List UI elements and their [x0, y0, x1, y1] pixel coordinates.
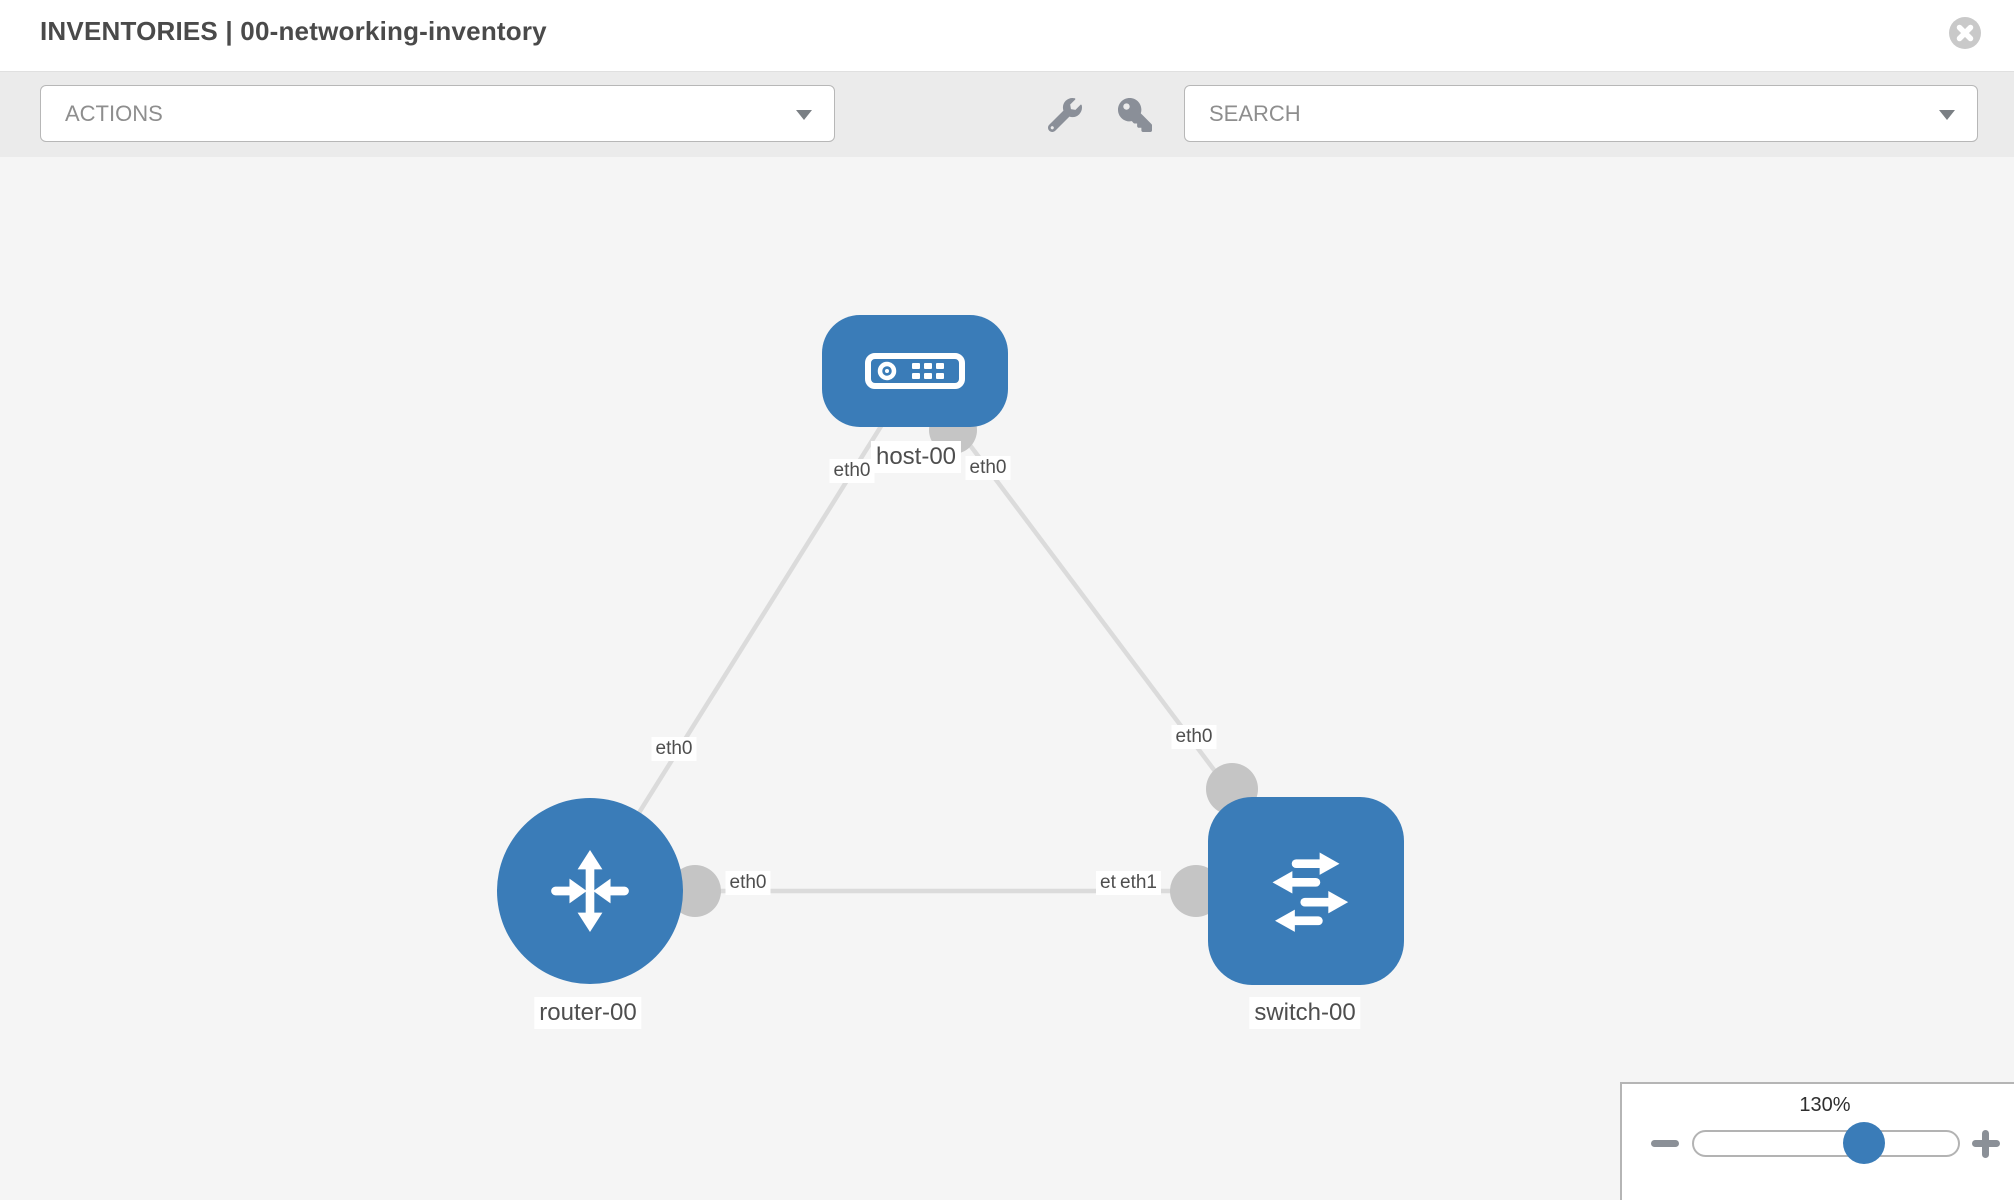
plus-icon	[1982, 1130, 1989, 1158]
node-switch-00[interactable]	[1208, 797, 1404, 985]
topology-canvas[interactable]: host-00 router-00 switch-00 eth0 eth0 et…	[0, 157, 2014, 1200]
node-router-00[interactable]	[497, 798, 683, 984]
zoom-panel: 130%	[1620, 1082, 2014, 1200]
interface-label: eth0	[829, 459, 875, 483]
zoom-slider[interactable]	[1692, 1130, 1960, 1157]
router-icon	[551, 849, 629, 933]
interface-label: eth1	[1116, 871, 1161, 895]
interface-label: eth0	[1171, 725, 1217, 749]
page-title: INVENTORIES | 00-networking-inventory	[40, 16, 547, 46]
wrench-icon[interactable]	[1047, 98, 1082, 133]
search-dropdown[interactable]: SEARCH	[1184, 85, 1978, 142]
key-icon[interactable]	[1118, 98, 1152, 132]
node-label-switch: switch-00	[1249, 997, 1361, 1029]
zoom-in-button[interactable]	[1971, 1129, 2001, 1159]
node-label-router: router-00	[534, 997, 642, 1029]
interface-label: eth0	[725, 871, 771, 895]
chevron-down-icon	[1939, 109, 1955, 120]
header: INVENTORIES | 00-networking-inventory	[0, 0, 2014, 72]
zoom-slider-thumb[interactable]	[1843, 1122, 1885, 1164]
toolbar: ACTIONS SEARCH	[0, 72, 2014, 158]
interface-label: eth0	[651, 737, 697, 761]
zoom-out-button[interactable]	[1651, 1140, 1679, 1147]
host-icon	[865, 353, 965, 389]
interface-label: eth0	[965, 456, 1011, 480]
node-host-00[interactable]	[822, 315, 1008, 427]
zoom-percent: 130%	[1799, 1094, 1851, 1116]
search-dropdown-label: SEARCH	[1209, 100, 1301, 126]
node-label-host: host-00	[870, 441, 962, 473]
topology-edges	[588, 370, 1307, 917]
chevron-down-icon	[796, 109, 812, 120]
switch-icon	[1272, 852, 1349, 932]
actions-dropdown-label: ACTIONS	[65, 100, 163, 126]
actions-dropdown[interactable]: ACTIONS	[40, 85, 835, 142]
close-icon[interactable]	[1948, 16, 1982, 50]
